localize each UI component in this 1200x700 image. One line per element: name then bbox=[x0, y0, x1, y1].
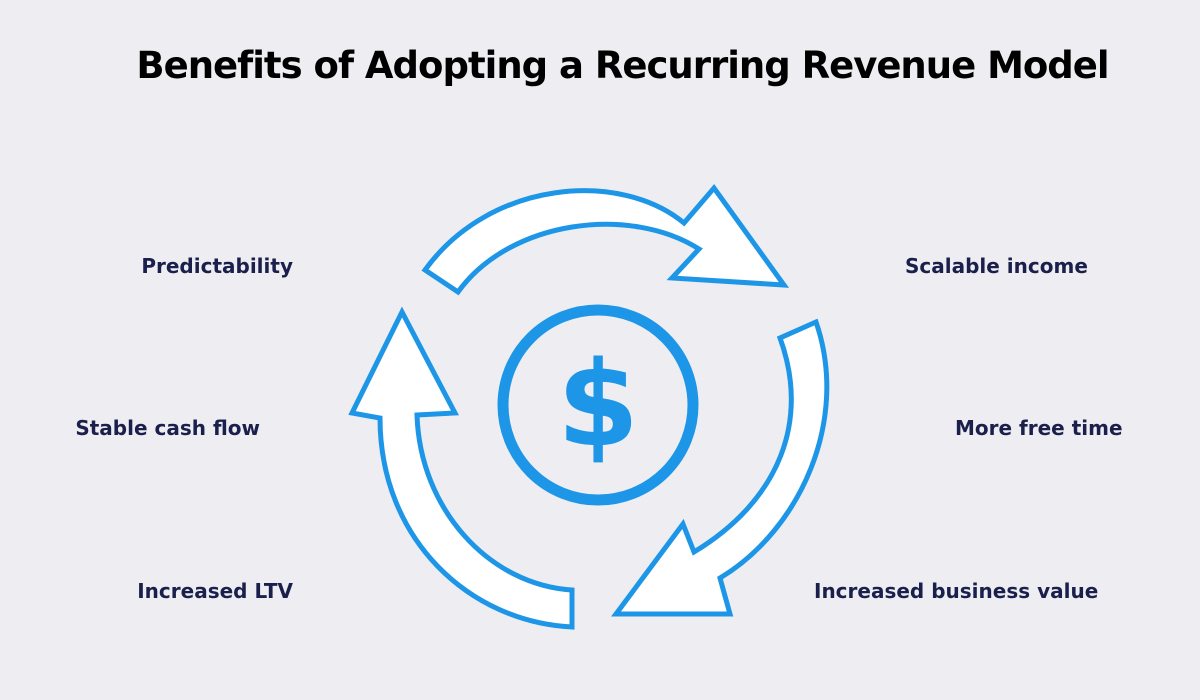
benefit-label-stable-cash-flow: Stable cash flow bbox=[75, 416, 260, 440]
dollar-coin-icon: $ bbox=[497, 304, 699, 506]
benefit-label-more-free-time: More free time bbox=[955, 416, 1123, 440]
benefit-label-increased-business-value: Increased business value bbox=[814, 579, 1099, 603]
page-title: Benefits of Adopting a Recurring Revenue… bbox=[136, 44, 1109, 87]
benefit-label-increased-ltv: Increased LTV bbox=[137, 579, 293, 603]
benefit-label-predictability: Predictability bbox=[141, 254, 293, 278]
dollar-symbol: $ bbox=[557, 335, 639, 473]
benefit-label-scalable-income: Scalable income bbox=[905, 254, 1088, 278]
cycle-arrow-top-icon bbox=[421, 183, 790, 296]
cycle-arrow-left-icon bbox=[348, 306, 575, 630]
cycle-arrow-right-icon bbox=[611, 318, 830, 617]
